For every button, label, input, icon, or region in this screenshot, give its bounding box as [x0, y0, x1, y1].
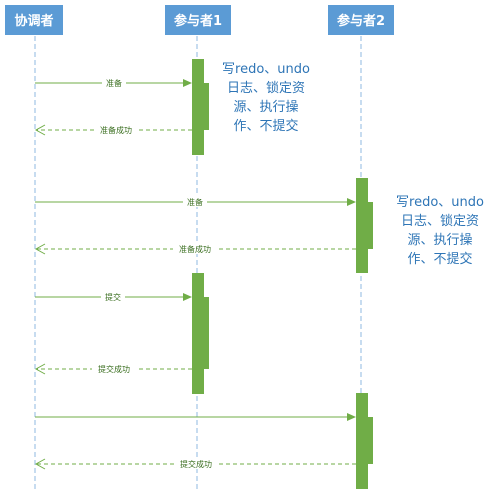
- arrow-head: [34, 363, 46, 375]
- actor-coordinator-box: [5, 5, 63, 35]
- actor-coordinator: 协调者: [5, 5, 63, 35]
- actor-participant2: 参与者2: [328, 5, 394, 35]
- arrow-head: [347, 198, 356, 206]
- arrow-head: [347, 413, 356, 421]
- note-participant1: 写redo、undo 日志、锁定资 源、执行操 作、不提交: [222, 62, 310, 134]
- arrow-head: [34, 243, 46, 255]
- note-line: 日志、锁定资: [401, 213, 479, 229]
- actor-participant1: 参与者1: [165, 5, 231, 35]
- message-label-bg: [102, 77, 126, 88]
- message-label: 准备成功: [100, 125, 132, 135]
- activation-participant2-prepare: [356, 178, 368, 273]
- note-line: 作、不提交: [233, 118, 298, 134]
- message-commit-ok-participant2: 提交成功: [34, 458, 356, 470]
- note-line: 日志、锁定资: [227, 80, 305, 96]
- message-label-bg: [92, 363, 136, 374]
- message-prepare-ok-participant1: 准备成功: [34, 124, 192, 136]
- activation-participant2-commit-nested: [364, 417, 373, 464]
- message-label: 提交成功: [98, 364, 130, 374]
- note-line: 写redo、undo: [222, 62, 310, 77]
- message-label-bg: [101, 291, 125, 302]
- note-participant2: 写redo、undo 日志、锁定资 源、执行操 作、不提交: [396, 195, 484, 267]
- note-line: 源、执行操: [233, 99, 298, 115]
- note-line: 写redo、undo: [396, 195, 484, 210]
- message-label-bg: [183, 196, 207, 207]
- message-prepare-participant2: 准备: [35, 196, 356, 207]
- arrow-head: [183, 79, 192, 87]
- message-label: 准备: [187, 197, 203, 207]
- actor-coordinator-label: 协调者: [14, 13, 53, 29]
- message-commit-participant1: 提交: [35, 291, 192, 302]
- activation-participant1-commit-nested: [200, 297, 209, 369]
- actor-participant1-box: [165, 5, 231, 35]
- note-line: 作、不提交: [407, 251, 472, 267]
- message-prepare-participant1: 准备: [35, 77, 192, 88]
- message-label-bg: [174, 458, 218, 469]
- message-commit-ok-participant1: 提交成功: [34, 363, 192, 375]
- actor-participant2-label: 参与者2: [337, 13, 385, 29]
- message-prepare-ok-participant2: 准备成功: [34, 243, 356, 255]
- message-label-bg: [94, 124, 138, 135]
- arrow-head: [34, 458, 46, 470]
- note-line: 源、执行操: [407, 232, 472, 248]
- activation-participant1-prepare-nested: [200, 83, 209, 130]
- message-label: 准备成功: [179, 244, 211, 254]
- actor-participant1-label: 参与者1: [174, 13, 222, 29]
- message-label: 准备: [106, 78, 122, 88]
- arrow-head: [183, 293, 192, 301]
- arrow-head: [34, 124, 46, 136]
- message-commit-participant2: [35, 413, 356, 421]
- message-label: 提交: [105, 292, 121, 302]
- actor-participant2-box: [328, 5, 394, 35]
- activation-participant2-prepare-nested: [364, 202, 373, 249]
- message-label: 提交成功: [180, 459, 212, 469]
- message-label-bg: [173, 243, 217, 254]
